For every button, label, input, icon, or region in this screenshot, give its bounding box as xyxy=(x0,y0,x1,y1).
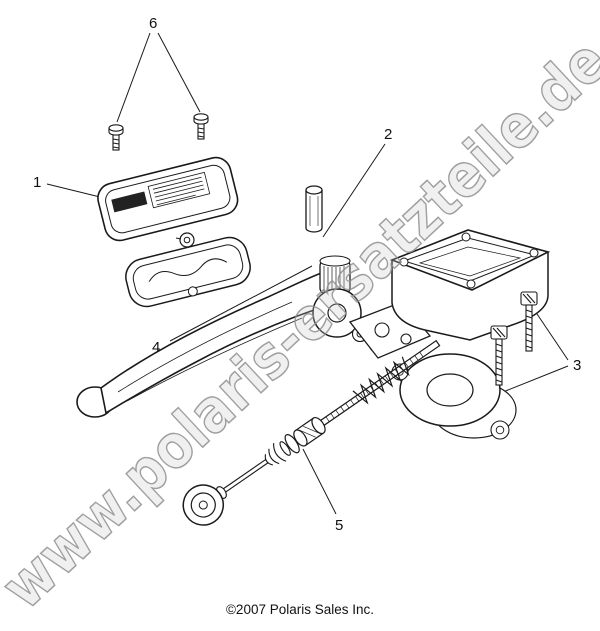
callout-5: 5 xyxy=(335,517,343,534)
cover-screws xyxy=(108,113,209,151)
leader-1 xyxy=(46,183,101,198)
leader-4 xyxy=(169,265,313,342)
brake-lever xyxy=(76,255,383,418)
cover-brand-patch xyxy=(111,191,148,213)
callout-6: 6 xyxy=(149,15,157,32)
return-spring xyxy=(352,356,410,405)
master-cylinder-body xyxy=(389,229,551,440)
callout-1: 1 xyxy=(33,174,41,191)
pushrod-assembly xyxy=(182,339,441,526)
leader-5 xyxy=(302,448,337,515)
callout-4: 4 xyxy=(152,339,160,356)
callout-3: 3 xyxy=(573,357,581,374)
piston-cup-seal xyxy=(284,434,300,454)
leader-3b xyxy=(502,365,569,393)
piston xyxy=(293,416,326,447)
callout-leader-lines xyxy=(46,32,569,515)
copyright-text: ©2007 Polaris Sales Inc. xyxy=(226,602,374,617)
leader-3a xyxy=(530,304,569,361)
lever-pivot-bushing xyxy=(319,255,351,295)
cover-gasket xyxy=(125,236,251,308)
pivot-pin xyxy=(305,185,323,233)
callout-2: 2 xyxy=(384,126,392,143)
reservoir-rim xyxy=(389,229,551,291)
leader-6b xyxy=(157,32,201,113)
piston-washer xyxy=(279,441,291,456)
leader-2 xyxy=(322,143,386,238)
reservoir-cover xyxy=(97,156,239,248)
leader-6a xyxy=(116,32,151,123)
clamp-bore xyxy=(426,373,474,407)
